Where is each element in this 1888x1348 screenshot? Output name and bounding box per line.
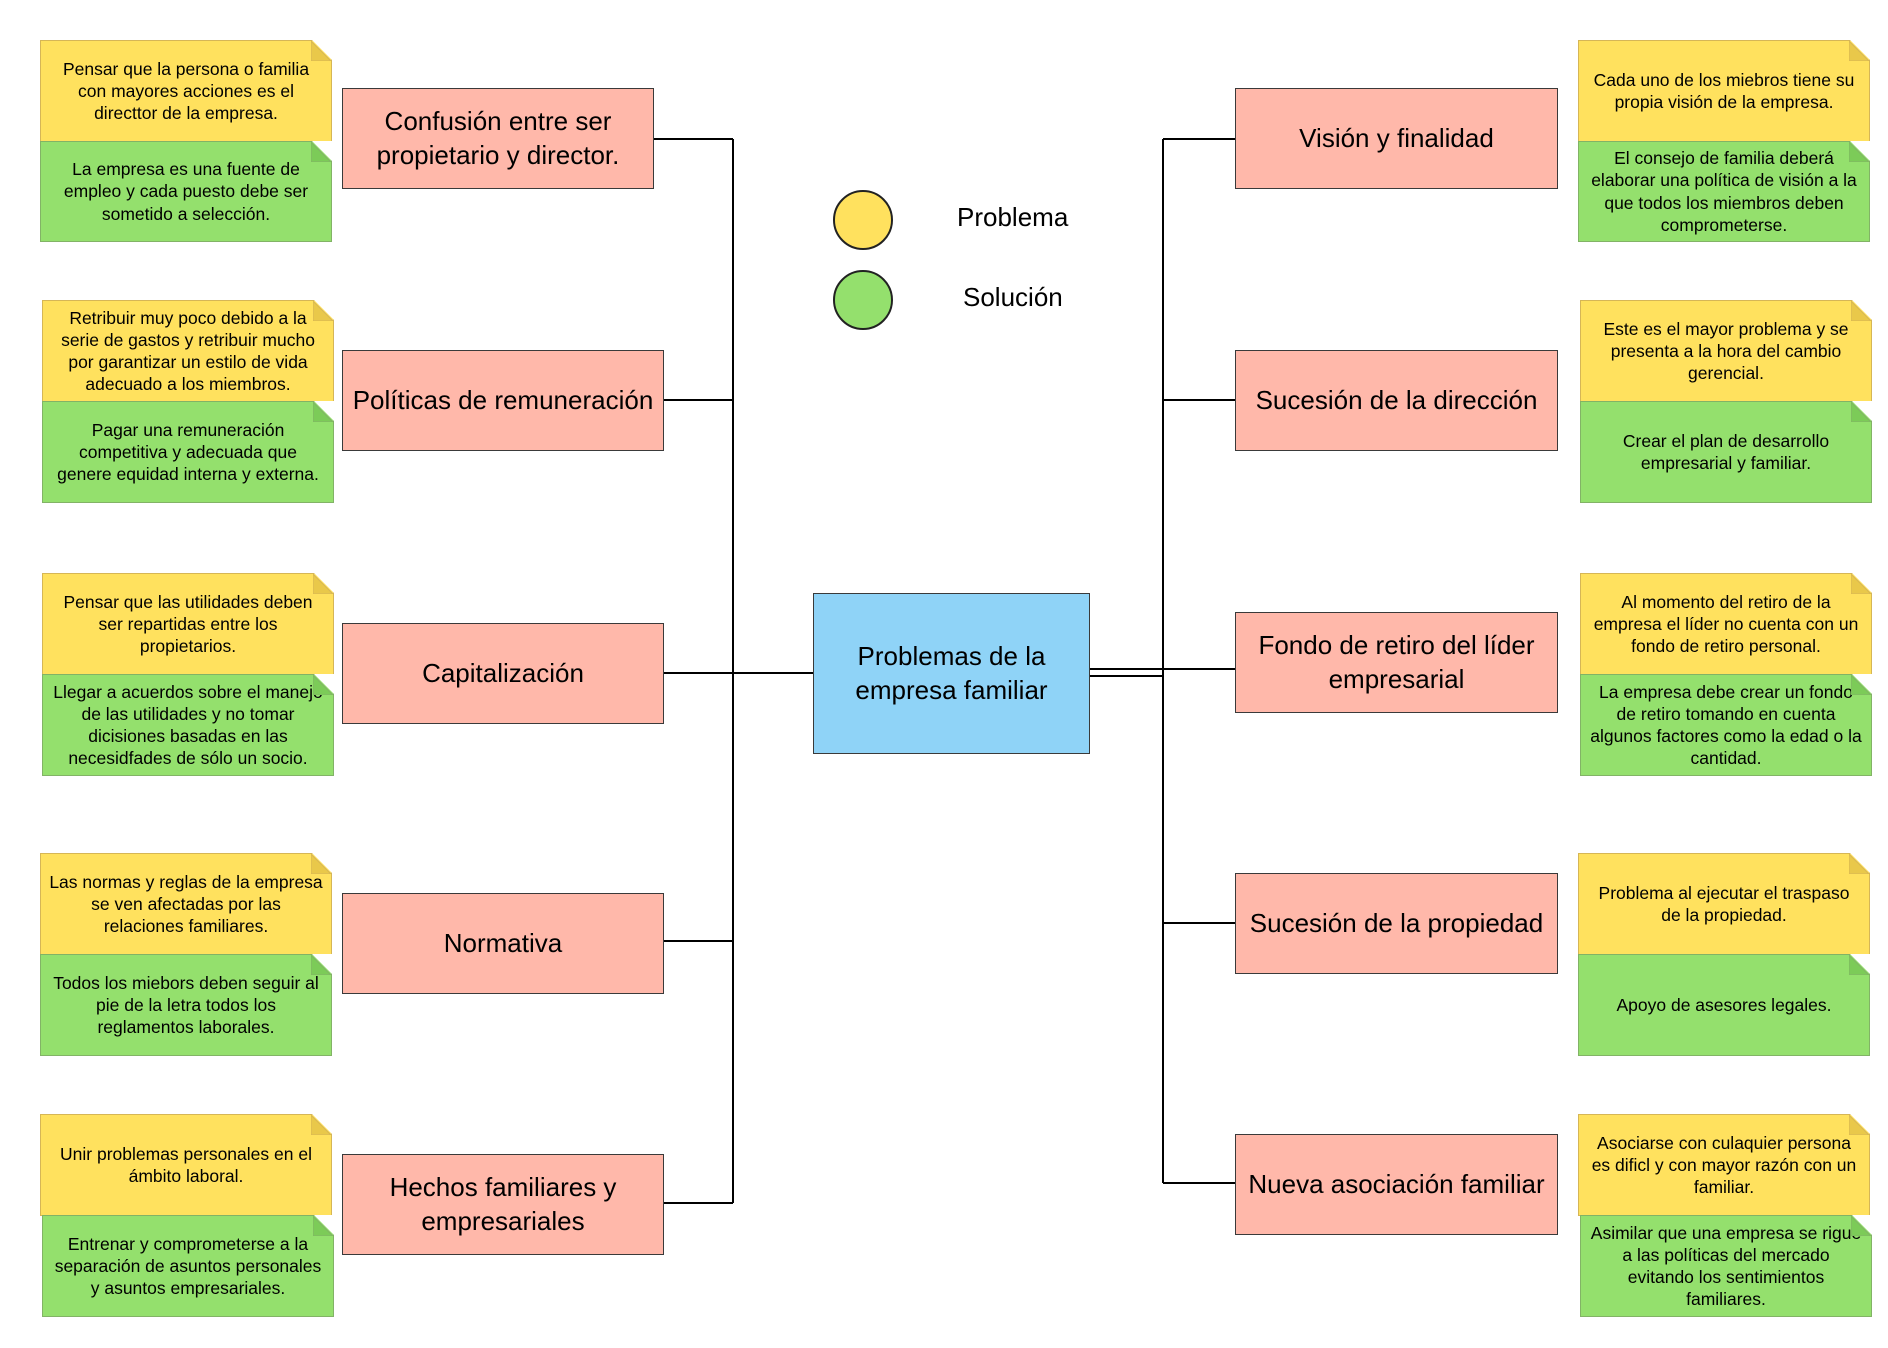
- central-topic-box: Problemas de la empresa familiar: [813, 593, 1090, 754]
- note-fold-corner: [313, 402, 333, 422]
- right-2-solution-note: Crear el plan de desarrollo empresarial …: [1580, 401, 1872, 503]
- left-4-problem-note: Las normas y reglas de la empresa se ven…: [40, 853, 332, 955]
- legend-solution-label: Solución: [963, 282, 1063, 312]
- note-text: Entrenar y comprometerse a la separación…: [54, 1233, 322, 1299]
- central-topic-label: Problemas de la empresa familiar: [855, 641, 1048, 705]
- right-3-problem-note: Al momento del retiro de la empresa el l…: [1580, 573, 1872, 675]
- note-text: Este es el mayor problema y se presenta …: [1603, 318, 1849, 384]
- note-fold-corner: [311, 41, 331, 61]
- left-2-solution-note: Pagar una remuneración competitiva y ade…: [42, 401, 334, 503]
- topic-label: Normativa: [443, 927, 563, 958]
- left-4-topic-box: Normativa: [342, 893, 664, 994]
- legend-solution-dot: [833, 270, 893, 330]
- right-5-solution-note: Asimilar que una empresa se rigue a las …: [1580, 1215, 1872, 1317]
- right-5-problem-note: Asociarse con culaquier persona es dific…: [1578, 1114, 1870, 1216]
- topic-label: Fondo de retiro del líder empresarial: [1258, 630, 1535, 694]
- note-text: Retribuir muy poco debido a la serie de …: [61, 307, 315, 395]
- right-3-solution-note: La empresa debe crear un fondo de retiro…: [1580, 674, 1872, 776]
- note-fold-corner: [1849, 955, 1869, 975]
- note-fold-corner: [313, 574, 333, 594]
- note-fold-corner: [311, 955, 331, 975]
- topic-label: Confusión entre ser propietario y direct…: [376, 106, 620, 170]
- right-1-problem-note: Cada uno de los miebros tiene su propia …: [1578, 40, 1870, 142]
- right-4-solution-note: Apoyo de asesores legales.: [1578, 954, 1870, 1056]
- topic-label: Visión y finalidad: [1299, 122, 1494, 153]
- note-text: Pagar una remuneración competitiva y ade…: [57, 419, 319, 485]
- note-text: Crear el plan de desarrollo empresarial …: [1622, 430, 1830, 473]
- note-text: Llegar a acuerdos sobre el manejo de las…: [53, 681, 323, 769]
- note-text: Asimilar que una empresa se rigue a las …: [1590, 1222, 1862, 1310]
- note-text: Apoyo de asesores legales.: [1616, 994, 1832, 1015]
- left-2-problem-note: Retribuir muy poco debido a la serie de …: [42, 300, 334, 402]
- note-fold-corner: [1849, 41, 1869, 61]
- note-text: Al momento del retiro de la empresa el l…: [1593, 591, 1859, 657]
- left-1-problem-note: Pensar que la persona o familia con mayo…: [40, 40, 332, 142]
- note-fold-corner: [313, 675, 333, 695]
- left-5-solution-note: Entrenar y comprometerse a la separación…: [42, 1215, 334, 1317]
- note-text: La empresa debe crear un fondo de retiro…: [1590, 681, 1862, 769]
- note-text: Pensar que la persona o familia con mayo…: [62, 58, 310, 124]
- right-1-topic-box: Visión y finalidad: [1235, 88, 1558, 189]
- left-3-solution-note: Llegar a acuerdos sobre el manejo de las…: [42, 674, 334, 776]
- note-text: Cada uno de los miebros tiene su propia …: [1593, 69, 1855, 112]
- note-fold-corner: [1851, 1216, 1871, 1236]
- right-2-topic-box: Sucesión de la dirección: [1235, 350, 1558, 451]
- topic-label: Hechos familiares y empresariales: [389, 1172, 617, 1236]
- note-fold-corner: [311, 854, 331, 874]
- left-3-topic-box: Capitalización: [342, 623, 664, 724]
- note-text: Asociarse con culaquier persona es dific…: [1591, 1132, 1857, 1198]
- note-fold-corner: [311, 142, 331, 162]
- note-text: Pensar que las utilidades deben ser repa…: [63, 591, 313, 657]
- note-fold-corner: [1849, 854, 1869, 874]
- legend-problem-label: Problema: [957, 202, 1069, 232]
- right-4-problem-note: Problema al ejecutar el traspaso de la p…: [1578, 853, 1870, 955]
- right-1-solution-note: El consejo de familia deberá elaborar un…: [1578, 141, 1870, 242]
- topic-label: Nueva asociación familiar: [1248, 1168, 1545, 1199]
- topic-label: Sucesión de la propiedad: [1249, 907, 1544, 938]
- right-2-problem-note: Este es el mayor problema y se presenta …: [1580, 300, 1872, 402]
- left-1-solution-note: La empresa es una fuente de empleo y cad…: [40, 141, 332, 242]
- note-fold-corner: [1849, 1115, 1869, 1135]
- note-text: Problema al ejecutar el traspaso de la p…: [1598, 882, 1850, 925]
- note-fold-corner: [313, 301, 333, 321]
- note-fold-corner: [1851, 402, 1871, 422]
- left-2-topic-box: Políticas de remuneración: [342, 350, 664, 451]
- right-3-topic-box: Fondo de retiro del líder empresarial: [1235, 612, 1558, 713]
- left-5-topic-box: Hechos familiares y empresariales: [342, 1154, 664, 1255]
- left-1-topic-box: Confusión entre ser propietario y direct…: [342, 88, 654, 189]
- note-fold-corner: [311, 1115, 331, 1135]
- note-fold-corner: [1851, 675, 1871, 695]
- note-text: Unir problemas personales en el ámbito l…: [60, 1143, 312, 1186]
- note-text: Todos los miebors deben seguir al pie de…: [53, 972, 319, 1038]
- note-text: Las normas y reglas de la empresa se ven…: [49, 871, 323, 937]
- left-3-problem-note: Pensar que las utilidades deben ser repa…: [42, 573, 334, 675]
- topic-label: Capitalización: [422, 657, 584, 688]
- note-fold-corner: [1851, 301, 1871, 321]
- left-4-solution-note: Todos los miebors deben seguir al pie de…: [40, 954, 332, 1056]
- note-text: La empresa es una fuente de empleo y cad…: [63, 159, 309, 224]
- right-4-topic-box: Sucesión de la propiedad: [1235, 873, 1558, 974]
- note-fold-corner: [1851, 574, 1871, 594]
- note-fold-corner: [1849, 142, 1869, 162]
- right-5-topic-box: Nueva asociación familiar: [1235, 1134, 1558, 1235]
- note-fold-corner: [313, 1216, 333, 1236]
- left-5-problem-note: Unir problemas personales en el ámbito l…: [40, 1114, 332, 1216]
- topic-label: Políticas de remuneración: [352, 384, 654, 415]
- topic-label: Sucesión de la dirección: [1255, 384, 1538, 415]
- note-text: El consejo de familia deberá elaborar un…: [1591, 148, 1857, 235]
- legend-problem-dot: [833, 190, 893, 250]
